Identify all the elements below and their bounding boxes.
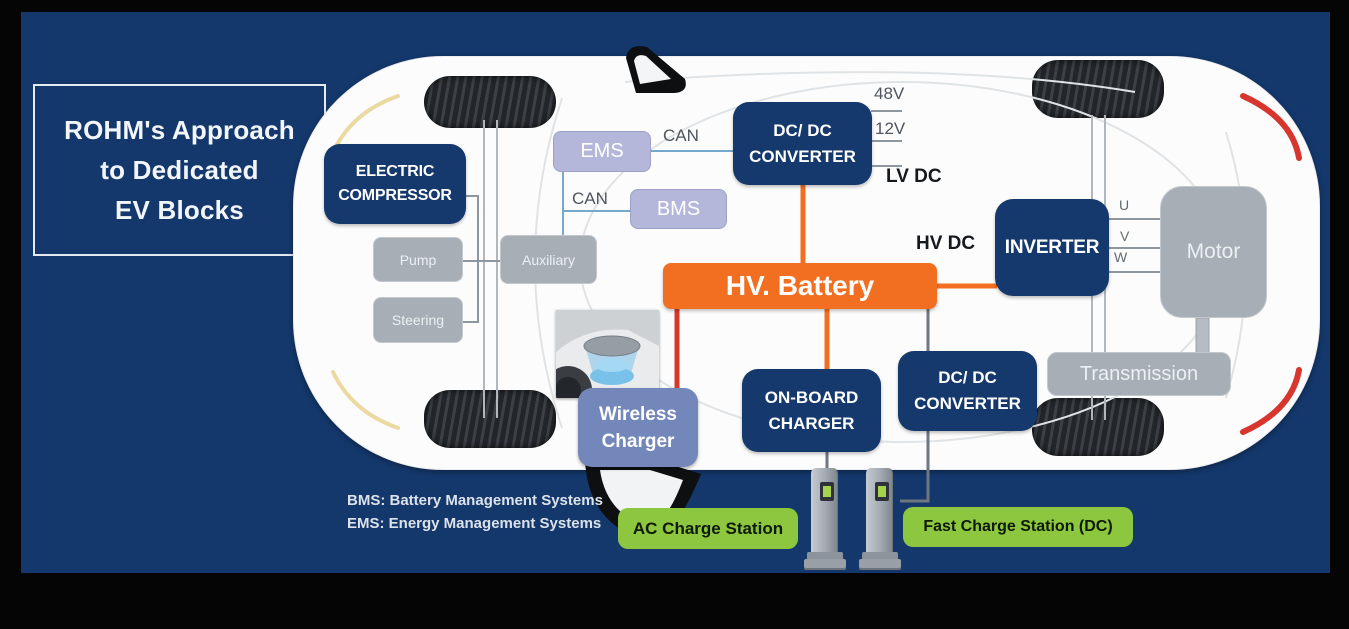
block-label: HV. Battery bbox=[725, 270, 875, 301]
wheel-bottom-left-icon bbox=[424, 390, 556, 448]
block-hv-battery: HV. Battery bbox=[663, 263, 937, 309]
block-auxiliary: Auxiliary bbox=[500, 235, 597, 284]
label-lv-dc: LV DC bbox=[886, 166, 942, 187]
charge-pillar-icon bbox=[859, 468, 901, 568]
block-ac-charge-station: AC Charge Station bbox=[618, 508, 798, 549]
wireless-charging-photo bbox=[556, 310, 659, 398]
block-label: INVERTER bbox=[1004, 236, 1100, 258]
label-v-phase: V bbox=[1120, 228, 1130, 244]
title-box: ROHM's Approach to Dedicated EV Blocks bbox=[33, 84, 326, 256]
label-hv-dc: HV DC bbox=[916, 233, 976, 254]
block-label: Fast Charge Station (DC) bbox=[923, 518, 1113, 535]
block-wireless-charger: Wireless Charger bbox=[578, 388, 698, 467]
label-w-phase: W bbox=[1114, 249, 1128, 265]
block-label: Steering bbox=[391, 312, 445, 328]
block-label: Motor bbox=[1186, 240, 1241, 263]
block-label: EMS bbox=[580, 140, 624, 162]
block-motor: Motor bbox=[1160, 186, 1267, 318]
block-label: DC/ DC CONVERTER bbox=[914, 368, 1021, 413]
block-label: AC Charge Station bbox=[632, 518, 784, 538]
block-electric-compressor: ELECTRIC COMPRESSOR bbox=[324, 144, 466, 224]
block-bms: BMS bbox=[630, 189, 727, 229]
block-label: Wireless Charger bbox=[599, 403, 677, 452]
block-label: ON-BOARD CHARGER bbox=[764, 387, 859, 433]
block-inverter: INVERTER bbox=[995, 199, 1109, 296]
charge-pillar-icon bbox=[804, 468, 846, 568]
block-label: ELECTRIC COMPRESSOR bbox=[338, 163, 452, 204]
block-label: Transmission bbox=[1079, 362, 1199, 385]
label-can-mid: CAN bbox=[572, 189, 608, 208]
abbreviation-legend: BMS: Battery Management Systems EMS: Ene… bbox=[347, 489, 603, 535]
label-u-phase: U bbox=[1119, 197, 1130, 213]
block-ems: EMS bbox=[553, 131, 651, 172]
label-12v: 12V bbox=[875, 119, 906, 138]
wheel-top-right-icon bbox=[1032, 60, 1164, 118]
block-label: BMS bbox=[656, 197, 701, 220]
block-label: Auxiliary bbox=[522, 251, 575, 268]
block-dcdc-converter-top: DC/ DC CONVERTER bbox=[733, 102, 872, 185]
block-fast-charge-station: Fast Charge Station (DC) bbox=[903, 507, 1133, 547]
page-title: ROHM's Approach to Dedicated EV Blocks bbox=[64, 115, 295, 225]
block-transmission: Transmission bbox=[1047, 352, 1231, 396]
block-steering: Steering bbox=[373, 297, 463, 343]
legend-ems: EMS: Energy Management Systems bbox=[347, 515, 602, 532]
wheel-bottom-right-icon bbox=[1032, 398, 1164, 456]
label-can-top: CAN bbox=[663, 126, 699, 145]
block-label: DC/ DC CONVERTER bbox=[749, 120, 856, 166]
block-pump: Pump bbox=[373, 237, 463, 282]
block-onboard-charger: ON-BOARD CHARGER bbox=[742, 369, 881, 452]
label-48v: 48V bbox=[874, 84, 905, 103]
wheel-top-left-icon bbox=[424, 76, 556, 128]
legend-bms: BMS: Battery Management Systems bbox=[347, 492, 603, 509]
block-dcdc-converter-bottom: DC/ DC CONVERTER bbox=[898, 351, 1037, 431]
block-label: Pump bbox=[399, 251, 437, 268]
